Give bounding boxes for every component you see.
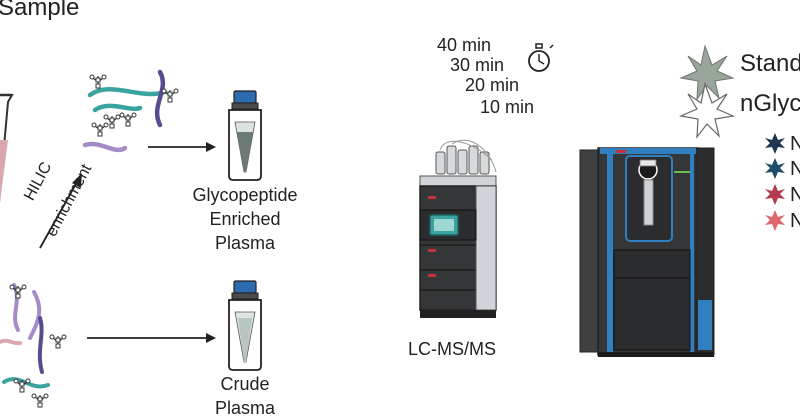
enriched-glycopeptides-icon: [82, 69, 179, 153]
legend-marker-star-2-icon: [765, 158, 785, 179]
crude-label-line-2: Plasma: [214, 398, 276, 418]
instrument-label: LC-MS/MS: [408, 339, 497, 359]
gradient-time-3: 20 min: [465, 75, 520, 95]
arrow-to-crude-icon: [87, 333, 216, 343]
legend-marker-star-3-icon: [765, 184, 785, 205]
crude-glycopeptides-icon: [0, 283, 67, 408]
stopwatch-icon: [528, 43, 554, 72]
ms-instrument-icon: [579, 147, 715, 357]
legend-marker-label-2: N: [790, 158, 800, 180]
arrow-to-enriched-icon: [148, 142, 216, 152]
sample-tube-icon: [0, 93, 14, 203]
figure-title: Sample: [0, 0, 80, 21]
hilic-enrichment-arrow-icon: [39, 173, 82, 249]
enriched-label-line-2: Enriched: [209, 209, 281, 229]
gradient-time-2: 30 min: [450, 55, 505, 75]
legend-marker-label-1: N: [790, 133, 800, 155]
legend-marker-star-1-icon: [765, 133, 785, 154]
lc-instrument-icon: [419, 139, 497, 318]
legend-nglyco-star-icon: [678, 81, 736, 139]
crude-vial-icon: [228, 280, 262, 371]
legend-nglyco-label: nGlyc: [740, 90, 800, 117]
crude-label-line-1: Crude: [220, 374, 270, 394]
enriched-vial-icon: [228, 90, 262, 181]
gradient-time-1: 40 min: [437, 35, 492, 55]
legend-marker-label-3: N: [790, 184, 800, 206]
enriched-label-line-3: Plasma: [214, 233, 276, 253]
enriched-label-line-1: Glycopeptide: [192, 185, 298, 205]
legend-standard-label: Stand: [740, 50, 800, 77]
legend-marker-star-4-icon: [765, 210, 785, 231]
legend-marker-label-4: N: [790, 210, 800, 232]
gradient-time-4: 10 min: [480, 97, 535, 117]
legend-standard-star-icon: [679, 44, 735, 101]
